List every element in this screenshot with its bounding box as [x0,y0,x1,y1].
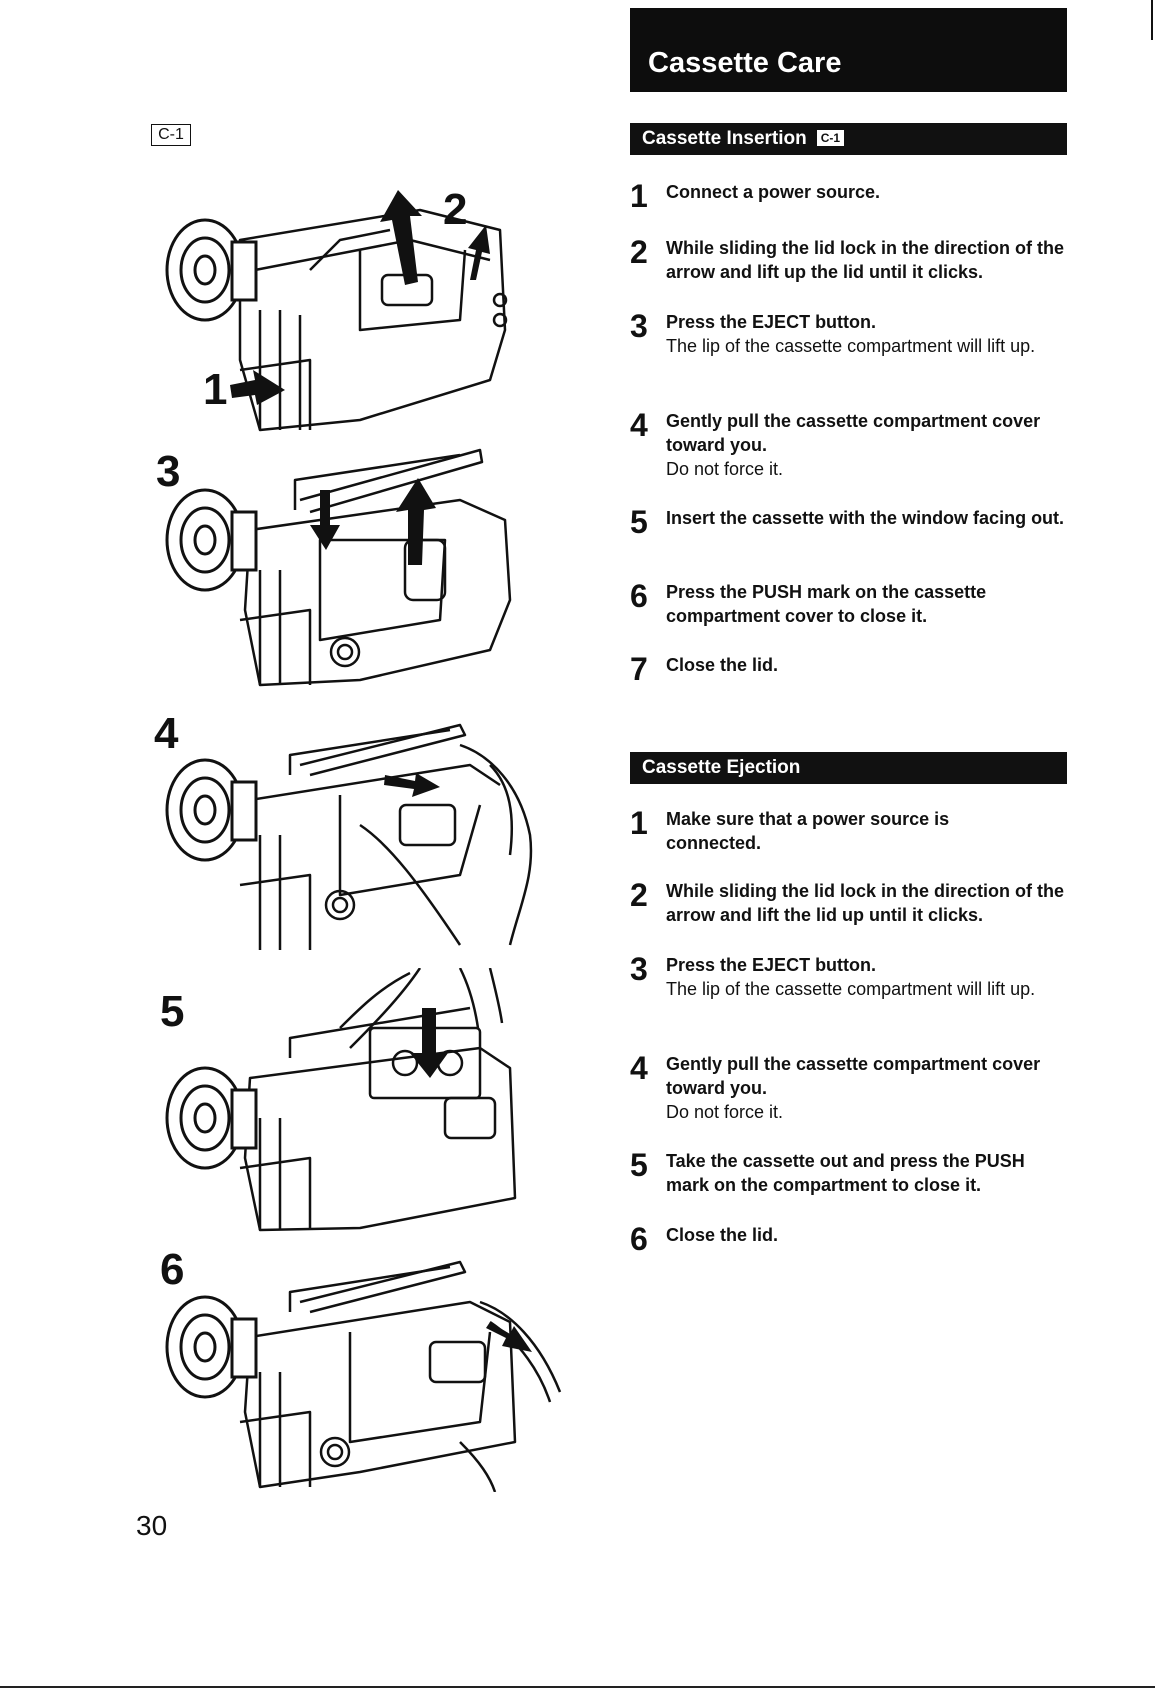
step-text: Gently pull the cassette compartment cov… [666,1054,1041,1098]
figure-reference-box: C-1 [151,124,191,146]
step-number: 2 [630,877,648,913]
camcorder-illustration-eject [165,448,512,687]
step-text: Connect a power source. [666,182,881,202]
callout-label-2: 2 [443,185,468,234]
figure-reference-badge: C-1 [816,130,845,146]
step-note: Do not force it. [666,459,784,479]
step-text: Close the lid. [666,655,779,675]
step-number: 2 [630,234,648,270]
section-header-insertion: Cassette Insertion C-1 [630,123,1067,155]
step-note: The lip of the cassette compartment will… [666,979,1036,999]
step-number: 4 [630,407,648,443]
list-item: 4 Gently pull the cassette compartment c… [630,1052,1070,1124]
step-number: 6 [630,578,648,614]
camcorder-illustration-pull-cover [165,723,533,950]
step-text: Take the cassette out and press the PUSH… [666,1151,1025,1195]
step-note: The lip of the cassette compartment will… [666,336,1036,356]
list-item: 4 Gently pull the cassette compartment c… [630,409,1070,481]
step-number: 5 [630,504,648,540]
step-number: 3 [630,951,648,987]
figure-label-5: 5 [160,987,185,1036]
camcorder-illustration-push-close [165,1260,562,1492]
list-item: 1 Connect a power source. [630,180,1070,212]
page-edge-mark [1151,0,1153,40]
list-item: 1 Make sure that a power source is conne… [630,807,1070,855]
step-number: 6 [630,1221,648,1257]
list-item: 6 Close the lid. [630,1223,1070,1255]
list-item: 7 Close the lid. [630,653,1070,685]
list-item: 3 Press the EJECT button. The lip of the… [630,953,1070,1001]
step-number: 5 [630,1147,648,1183]
step-text: Close the lid. [666,1225,779,1245]
step-number: 3 [630,308,648,344]
figure-label-6: 6 [160,1245,185,1294]
section-header-ejection: Cassette Ejection [630,752,1067,784]
page-bottom-rule [0,1686,1155,1688]
list-item: 2 While sliding the lid lock in the dire… [630,879,1070,927]
list-item: 5 Insert the cassette with the window fa… [630,506,1070,538]
step-text: Make sure that a power source is connect… [666,809,950,853]
camcorder-illustration-insert-cassette [165,968,517,1232]
step-number: 4 [630,1050,648,1086]
step-text: Press the EJECT button. [666,312,877,332]
section-title-ejection: Cassette Ejection [642,757,801,778]
list-item: 3 Press the EJECT button. The lip of the… [630,310,1070,358]
title-banner: Cassette Care [630,8,1067,92]
section-title-insertion: Cassette Insertion [642,128,807,149]
step-text: Press the PUSH mark on the cassette comp… [666,582,987,626]
page-number: 30 [136,1510,168,1541]
step-number: 1 [630,178,648,214]
step-number: 7 [630,651,648,687]
step-text: While sliding the lid lock in the direct… [666,881,1065,925]
camcorder-illustration-lid-open [165,190,508,432]
figure-label-3: 3 [156,447,181,496]
list-item: 2 While sliding the lid lock in the dire… [630,236,1070,284]
page-title: Cassette Care [648,47,842,79]
callout-label-1: 1 [203,365,228,414]
step-text: Gently pull the cassette compartment cov… [666,411,1041,455]
step-text: While sliding the lid lock in the direct… [666,238,1065,282]
step-note: Do not force it. [666,1102,784,1122]
figure-label-4: 4 [154,709,179,758]
list-item: 6 Press the PUSH mark on the cassette co… [630,580,1070,628]
step-number: 1 [630,805,648,841]
step-text: Press the EJECT button. [666,955,877,975]
list-item: 5 Take the cassette out and press the PU… [630,1149,1070,1197]
step-text: Insert the cassette with the window faci… [666,508,1065,528]
